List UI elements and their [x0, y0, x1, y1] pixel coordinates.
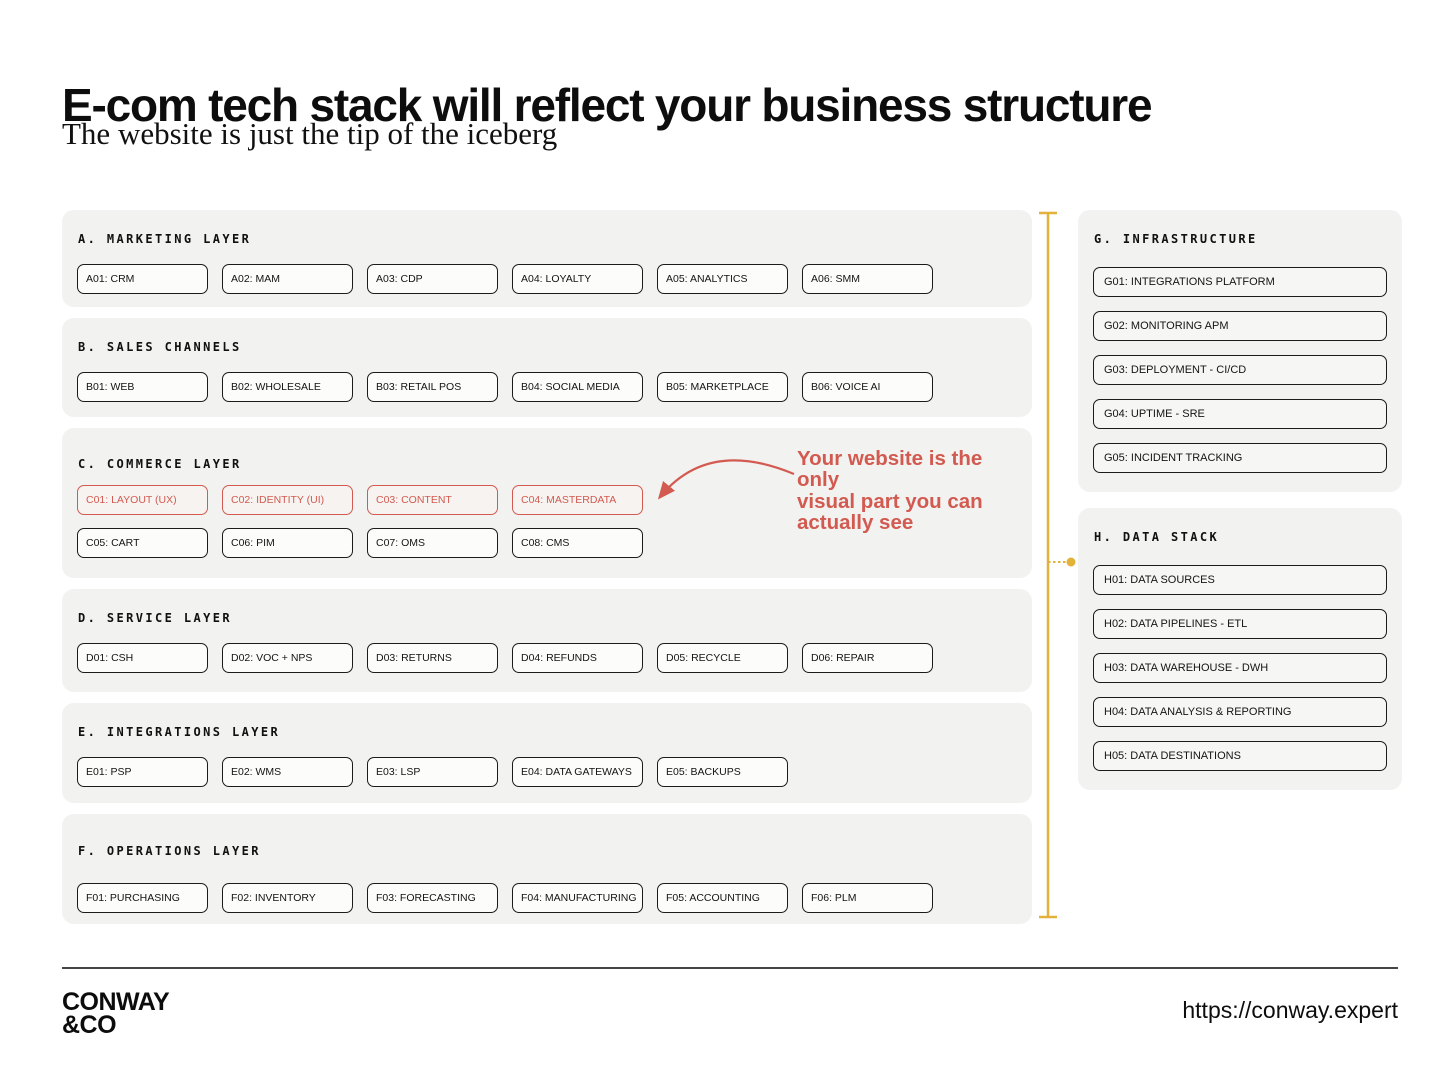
box-g02-monitoring-apm: G02: MONITORING APM — [1093, 311, 1387, 341]
box-b06-voice-ai: B06: VOICE AI — [802, 372, 933, 402]
section-a-title: A. MARKETING LAYER — [78, 232, 252, 246]
infrastructure-box-column: G01: INTEGRATIONS PLATFORM G02: MONITORI… — [1093, 267, 1387, 473]
box-e01-psp: E01: PSP — [77, 757, 208, 787]
right-layers-column: G. INFRASTRUCTURE G01: INTEGRATIONS PLAT… — [1078, 210, 1402, 790]
box-c04-masterdata: C04: MASTERDATA — [512, 485, 643, 515]
service-box-row: D01: CSH D02: VOC + NPS D03: RETURNS D04… — [77, 643, 1017, 673]
brand-logo: CONWAY &CO — [62, 988, 170, 1039]
box-e02-wms: E02: WMS — [222, 757, 353, 787]
box-f01-purchasing: F01: PURCHASING — [77, 883, 208, 913]
brand-line-2: &CO — [62, 1011, 117, 1039]
box-a03-cdp: A03: CDP — [367, 264, 498, 294]
box-e04-data-gateways: E04: DATA GATEWAYS — [512, 757, 643, 787]
panel-integrations-layer: E. INTEGRATIONS LAYER E01: PSP E02: WMS … — [62, 703, 1032, 803]
box-g01-integrations-platform: G01: INTEGRATIONS PLATFORM — [1093, 267, 1387, 297]
section-c-title: C. COMMERCE LAYER — [78, 457, 242, 471]
annotation-line-2: only — [797, 468, 840, 492]
annotation-line-1: Your website is the — [797, 447, 983, 470]
box-b03-retail-pos: B03: RETAIL POS — [367, 372, 498, 402]
annotation-line-3: visual part you can — [797, 489, 983, 513]
section-d-title: D. SERVICE LAYER — [78, 611, 232, 625]
box-e05-backups: E05: BACKUPS — [657, 757, 788, 787]
section-e-title: E. INTEGRATIONS LAYER — [78, 725, 281, 739]
box-f02-inventory: F02: INVENTORY — [222, 883, 353, 913]
box-d06-repair: D06: REPAIR — [802, 643, 933, 673]
panel-infrastructure: G. INFRASTRUCTURE G01: INTEGRATIONS PLAT… — [1078, 210, 1402, 492]
sales-box-row: B01: WEB B02: WHOLESALE B03: RETAIL POS … — [77, 372, 1017, 402]
section-h-title: H. DATA STACK — [1094, 530, 1220, 544]
box-f04-manufacturing: F04: MANUFACTURING — [512, 883, 643, 913]
box-e03-lsp: E03: LSP — [367, 757, 498, 787]
box-b04-social-media: B04: SOCIAL MEDIA — [512, 372, 643, 402]
data-stack-box-column: H01: DATA SOURCES H02: DATA PIPELINES - … — [1093, 565, 1387, 771]
panel-marketing-layer: A. MARKETING LAYER A01: CRM A02: MAM A03… — [62, 210, 1032, 307]
box-d02-voc-nps: D02: VOC + NPS — [222, 643, 353, 673]
box-f06-plm: F06: PLM — [802, 883, 933, 913]
box-a02-mam: A02: MAM — [222, 264, 353, 294]
box-h02-data-pipelines-etl: H02: DATA PIPELINES - ETL — [1093, 609, 1387, 639]
box-g04-uptime-sre: G04: UPTIME - SRE — [1093, 399, 1387, 429]
panel-sales-channels: B. SALES CHANNELS B01: WEB B02: WHOLESAL… — [62, 318, 1032, 417]
box-b05-marketplace: B05: MARKETPLACE — [657, 372, 788, 402]
box-f03-forecasting: F03: FORECASTING — [367, 883, 498, 913]
box-c05-cart: C05: CART — [77, 528, 208, 558]
panel-service-layer: D. SERVICE LAYER D01: CSH D02: VOC + NPS… — [62, 589, 1032, 692]
box-h05-data-destinations: H05: DATA DESTINATIONS — [1093, 741, 1387, 771]
box-a05-analytics: A05: ANALYTICS — [657, 264, 788, 294]
box-a01-crm: A01: CRM — [77, 264, 208, 294]
box-a04-loyalty: A04: LOYALTY — [512, 264, 643, 294]
box-a06-smm: A06: SMM — [802, 264, 933, 294]
section-f-title: F. OPERATIONS LAYER — [78, 844, 261, 858]
box-g03-deployment-cicd: G03: DEPLOYMENT - CI/CD — [1093, 355, 1387, 385]
box-f05-accounting: F05: ACCOUNTING — [657, 883, 788, 913]
commerce-box-row: C05: CART C06: PIM C07: OMS C08: CMS — [77, 528, 1017, 558]
section-b-title: B. SALES CHANNELS — [78, 340, 242, 354]
page-title: E-com tech stack will reflect your busin… — [62, 78, 1153, 131]
box-d03-returns: D03: RETURNS — [367, 643, 498, 673]
box-d01-csh: D01: CSH — [77, 643, 208, 673]
section-g-title: G. INFRASTRUCTURE — [1094, 232, 1258, 246]
panel-commerce-layer: C. COMMERCE LAYER C01: LAYOUT (UX) C02: … — [62, 428, 1032, 578]
annotation-line-4: actually see — [797, 510, 914, 534]
box-c08-cms: C08: CMS — [512, 528, 643, 558]
box-c02-identity-ui: C02: IDENTITY (UI) — [222, 485, 353, 515]
box-h03-data-warehouse-dwh: H03: DATA WAREHOUSE - DWH — [1093, 653, 1387, 683]
integrations-box-row: E01: PSP E02: WMS E03: LSP E04: DATA GAT… — [77, 757, 1017, 787]
box-d04-refunds: D04: REFUNDS — [512, 643, 643, 673]
footer-divider — [62, 967, 1398, 969]
box-b02-wholesale: B02: WHOLESALE — [222, 372, 353, 402]
brand-line-1: CONWAY — [62, 988, 170, 1016]
box-c06-pim: C06: PIM — [222, 528, 353, 558]
panel-operations-layer: F. OPERATIONS LAYER F01: PURCHASING F02:… — [62, 814, 1032, 924]
operations-box-row: F01: PURCHASING F02: INVENTORY F03: FORE… — [77, 883, 1017, 913]
footer-url-link[interactable]: https://conway.expert — [1182, 997, 1398, 1023]
box-c01-layout-ux: C01: LAYOUT (UX) — [77, 485, 208, 515]
box-c03-content: C03: CONTENT — [367, 485, 498, 515]
bracket-connector-line — [1039, 211, 1076, 919]
box-d05-recycle: D05: RECYCLE — [657, 643, 788, 673]
website-annotation: Your website is the only visual part you… — [797, 447, 1027, 534]
box-b01-web: B01: WEB — [77, 372, 208, 402]
box-g05-incident-tracking: G05: INCIDENT TRACKING — [1093, 443, 1387, 473]
panel-data-stack: H. DATA STACK H01: DATA SOURCES H02: DAT… — [1078, 508, 1402, 790]
tech-stack-diagram: A. MARKETING LAYER A01: CRM A02: MAM A03… — [62, 210, 1402, 924]
box-h04-data-analysis-reporting: H04: DATA ANALYSIS & REPORTING — [1093, 697, 1387, 727]
box-h01-data-sources: H01: DATA SOURCES — [1093, 565, 1387, 595]
page-subtitle: The website is just the tip of the icebe… — [62, 116, 558, 151]
box-c07-oms: C07: OMS — [367, 528, 498, 558]
commerce-highlighted-row: C01: LAYOUT (UX) C02: IDENTITY (UI) C03:… — [77, 485, 1017, 515]
left-layers-column: A. MARKETING LAYER A01: CRM A02: MAM A03… — [62, 210, 1032, 924]
marketing-box-row: A01: CRM A02: MAM A03: CDP A04: LOYALTY … — [77, 264, 1017, 294]
